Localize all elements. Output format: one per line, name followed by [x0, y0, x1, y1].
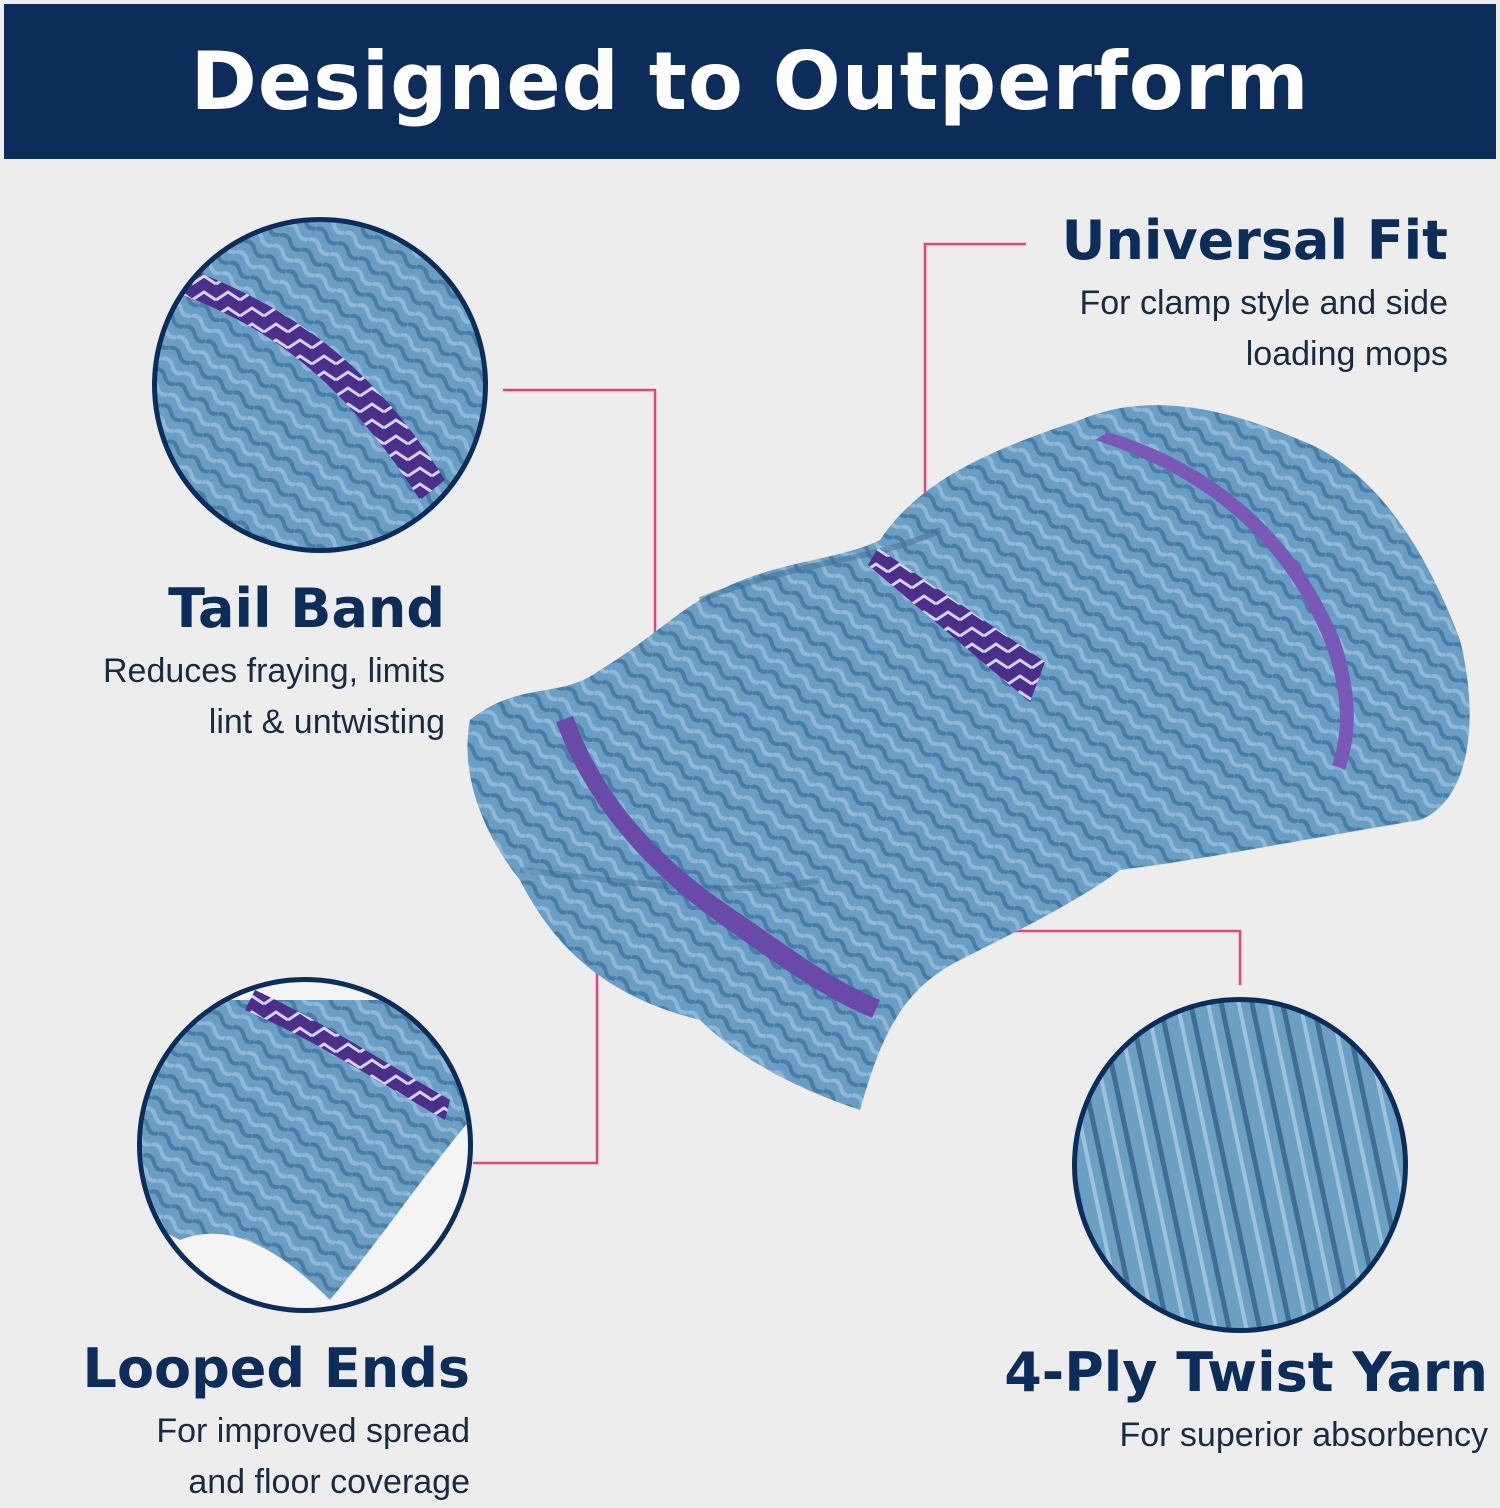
feature-title: Tail Band: [168, 577, 445, 640]
feature-description-line: loading mops: [1245, 335, 1448, 374]
feature-title: Universal Fit: [1061, 209, 1448, 272]
feature-title: 4-Ply Twist Yarn: [1004, 1341, 1488, 1404]
feature-description: For clamp style and side loading mops: [928, 278, 1449, 380]
twist-yarn-inset: [1072, 997, 1408, 1333]
feature-description: Reduces fraying, limits lint & untwistin…: [5, 646, 445, 748]
tail-band-inset: [152, 217, 488, 553]
feature-description: For superior absorbency: [928, 1410, 1488, 1461]
feature-description-line: For superior absorbency: [1119, 1416, 1488, 1455]
feature-description-line: Reduces fraying, limits: [102, 652, 445, 691]
feature-title: Looped Ends: [82, 1337, 470, 1400]
header-banner: Designed to Outperform: [4, 4, 1496, 159]
mop-head-image: [467, 405, 1470, 1110]
feature-twist-yarn: 4-Ply Twist Yarn For superior absorbency: [928, 1341, 1488, 1461]
page-title: Designed to Outperform: [190, 35, 1310, 128]
feature-tail-band: Tail Band Reduces fraying, limits lint &…: [5, 577, 445, 748]
looped-ends-inset: [137, 977, 473, 1313]
feature-description-line: lint & untwisting: [208, 703, 445, 742]
feature-description-line: For improved spread: [156, 1412, 470, 1451]
feature-universal-fit: Universal Fit For clamp style and side l…: [928, 209, 1449, 380]
feature-description-line: For clamp style and side: [1079, 284, 1449, 323]
feature-description-line: and floor coverage: [188, 1463, 470, 1502]
feature-description: For improved spread and floor coverage: [10, 1406, 470, 1508]
feature-looped-ends: Looped Ends For improved spread and floo…: [10, 1337, 470, 1508]
